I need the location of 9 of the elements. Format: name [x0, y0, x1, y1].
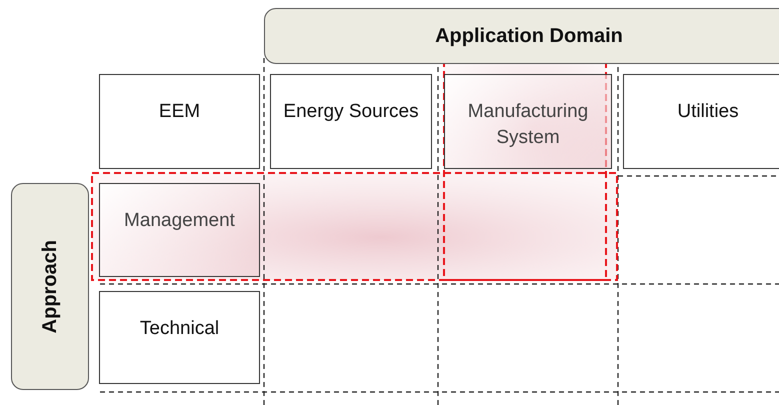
category-box: EEM [99, 74, 260, 169]
category-box: Management [99, 183, 260, 277]
header-banner [11, 183, 89, 390]
category-box: Manufacturing System [444, 74, 612, 169]
header-banner: Application Domain [264, 8, 779, 64]
category-box: Energy Sources [270, 74, 432, 169]
category-box: Utilities [623, 74, 779, 169]
axis-title: Approach [38, 240, 62, 334]
category-box: Technical [99, 291, 260, 384]
